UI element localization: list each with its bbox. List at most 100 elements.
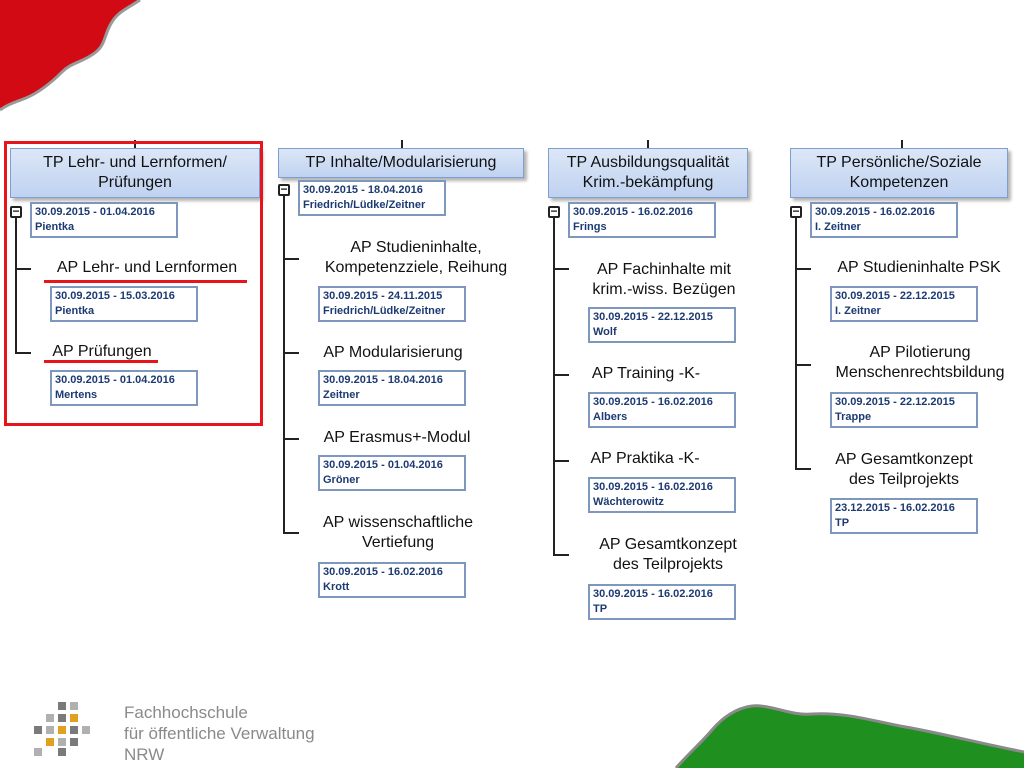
ap-label[interactable]: AP Modularisierung bbox=[323, 344, 463, 361]
owner: Friedrich/Lüdke/Zeitner bbox=[323, 305, 446, 317]
ap-date-box: 30.09.2015 - 01.04.2016 Mertens bbox=[50, 370, 198, 406]
highlight-frame bbox=[4, 141, 263, 426]
tree-line bbox=[15, 218, 17, 352]
ap-date-box: 30.09.2015 - 22.12.2015 Trappe bbox=[830, 392, 978, 428]
date-range: 30.09.2015 - 18.04.2016 bbox=[303, 184, 423, 196]
tree-line bbox=[553, 218, 555, 556]
ap-label[interactable]: AP wissenschaftliche Vertiefung bbox=[323, 514, 473, 551]
date-range: 30.09.2015 - 22.12.2015 bbox=[593, 311, 713, 323]
ap-label[interactable]: AP Studieninhalte PSK bbox=[837, 259, 1001, 276]
owner: TP bbox=[593, 603, 608, 615]
tree-line bbox=[283, 196, 285, 534]
owner: Wolf bbox=[593, 326, 617, 338]
owner: Gröner bbox=[323, 474, 360, 486]
tp-date-box: 30.09.2015 - 01.04.2016 Pientka bbox=[30, 202, 178, 238]
tree-branch bbox=[553, 374, 569, 376]
logo-text-line2: für öffentliche Verwaltung bbox=[124, 724, 315, 743]
ap-label[interactable]: AP Lehr- und Lernformen bbox=[56, 259, 238, 276]
tree-branch bbox=[283, 532, 299, 534]
highlight-underline bbox=[44, 280, 247, 283]
tree-branch bbox=[283, 352, 299, 354]
tree-branch bbox=[553, 268, 569, 270]
tree-branch bbox=[795, 468, 811, 470]
ap-date-box: 30.09.2015 - 16.02.2016 TP bbox=[588, 584, 736, 620]
ap-date-box: 23.12.2015 - 16.02.2016 TP bbox=[830, 498, 978, 534]
collapse-toggle-icon[interactable]: − bbox=[790, 205, 802, 218]
ap-date-box: 30.09.2015 - 16.02.2016 Albers bbox=[588, 392, 736, 428]
date-range: 30.09.2015 - 18.04.2016 bbox=[323, 374, 443, 386]
date-range: 30.09.2015 - 22.12.2015 bbox=[835, 290, 955, 302]
green-corner-edge bbox=[674, 704, 1024, 768]
owner: I. Zeitner bbox=[815, 221, 861, 233]
tree-branch bbox=[283, 438, 299, 440]
date-range: 23.12.2015 - 16.02.2016 bbox=[835, 502, 955, 514]
tree-branch bbox=[553, 460, 569, 462]
date-range: 30.09.2015 - 01.04.2016 bbox=[323, 459, 443, 471]
red-corner-shape bbox=[0, 0, 140, 110]
tree-branch bbox=[553, 554, 569, 556]
tp-box[interactable]: TP Inhalte/Modularisierung bbox=[278, 148, 524, 178]
date-range: 30.09.2015 - 16.02.2016 bbox=[323, 566, 443, 578]
owner: Pientka bbox=[55, 305, 95, 317]
ap-date-box: 30.09.2015 - 24.11.2015 Friedrich/Lüdke/… bbox=[318, 286, 466, 322]
date-range: 30.09.2015 - 16.02.2016 bbox=[593, 396, 713, 408]
tree-branch bbox=[795, 268, 811, 270]
ap-date-box: 30.09.2015 - 15.03.2016 Pientka bbox=[50, 286, 198, 322]
owner: Albers bbox=[593, 411, 628, 423]
green-corner-shape bbox=[676, 705, 1024, 768]
ap-label[interactable]: AP Gesamtkonzept des Teilprojekts bbox=[599, 536, 737, 573]
date-range: 30.09.2015 - 22.12.2015 bbox=[835, 396, 955, 408]
ap-date-box: 30.09.2015 - 22.12.2015 I. Zeitner bbox=[830, 286, 978, 322]
logo-text-line1: Fachhochschule bbox=[124, 703, 248, 722]
tp-date-box: 30.09.2015 - 18.04.2016 Friedrich/Lüdke/… bbox=[298, 180, 446, 216]
owner: Mertens bbox=[55, 389, 98, 401]
ap-label[interactable]: AP Training -K- bbox=[591, 365, 701, 382]
collapse-toggle-icon[interactable]: − bbox=[10, 205, 22, 218]
collapse-toggle-icon[interactable]: − bbox=[548, 205, 560, 218]
owner: Pientka bbox=[35, 221, 75, 233]
tree-line bbox=[795, 218, 797, 470]
tree-branch bbox=[15, 352, 31, 354]
connector-stub bbox=[401, 140, 403, 148]
date-range: 30.09.2015 - 16.02.2016 bbox=[593, 588, 713, 600]
connector-stub bbox=[901, 140, 903, 148]
date-range: 30.09.2015 - 01.04.2016 bbox=[55, 374, 175, 386]
connector-stub bbox=[134, 140, 136, 148]
ap-label[interactable]: AP Gesamtkonzept des Teilprojekts bbox=[835, 451, 973, 488]
ap-label[interactable]: AP Fachinhalte mit krim.-wiss. Bezügen bbox=[592, 261, 736, 298]
ap-label[interactable]: AP Studieninhalte, Kompetenzziele, Reihu… bbox=[324, 239, 508, 276]
date-range: 30.09.2015 - 16.02.2016 bbox=[593, 481, 713, 493]
tp-box[interactable]: TP Persönliche/Soziale Kompetenzen bbox=[790, 148, 1008, 198]
tp-box[interactable]: TP Lehr- und Lernformen/ Prüfungen bbox=[10, 148, 260, 198]
ap-label[interactable]: AP Praktika -K- bbox=[590, 450, 700, 467]
ap-date-box: 30.09.2015 - 16.02.2016 Krott bbox=[318, 562, 466, 598]
tree-branch bbox=[795, 364, 811, 366]
owner: Zeitner bbox=[323, 389, 360, 401]
owner: TP bbox=[835, 517, 850, 529]
tp-date-box: 30.09.2015 - 16.02.2016 Frings bbox=[568, 202, 716, 238]
ap-date-box: 30.09.2015 - 18.04.2016 Zeitner bbox=[318, 370, 466, 406]
date-range: 30.09.2015 - 16.02.2016 bbox=[815, 206, 935, 218]
logo-text-line3: NRW bbox=[124, 745, 165, 764]
owner: Wächterowitz bbox=[593, 496, 664, 508]
ap-date-box: 30.09.2015 - 16.02.2016 Wächterowitz bbox=[588, 477, 736, 513]
date-range: 30.09.2015 - 01.04.2016 bbox=[35, 206, 155, 218]
collapse-toggle-icon[interactable]: − bbox=[278, 183, 290, 196]
date-range: 30.09.2015 - 16.02.2016 bbox=[573, 206, 693, 218]
tree-branch bbox=[15, 268, 31, 270]
fhoev-logo-icon bbox=[34, 702, 90, 756]
tp-date-box: 30.09.2015 - 16.02.2016 I. Zeitner bbox=[810, 202, 958, 238]
ap-date-box: 30.09.2015 - 01.04.2016 Gröner bbox=[318, 455, 466, 491]
owner: Frings bbox=[573, 221, 607, 233]
ap-label[interactable]: AP Erasmus+-Modul bbox=[323, 429, 471, 446]
red-corner-edge bbox=[0, 0, 141, 112]
ap-label[interactable]: AP Pilotierung Menschenrechtsbildung bbox=[835, 344, 1005, 381]
tp-box[interactable]: TP Ausbildungsqualität Krim.-bekämpfung bbox=[548, 148, 748, 198]
highlight-underline bbox=[44, 360, 158, 363]
owner: Krott bbox=[323, 581, 350, 593]
date-range: 30.09.2015 - 15.03.2016 bbox=[55, 290, 175, 302]
owner: Friedrich/Lüdke/Zeitner bbox=[303, 199, 426, 211]
owner: Trappe bbox=[835, 411, 872, 423]
ap-label[interactable]: AP Prüfungen bbox=[52, 343, 152, 360]
